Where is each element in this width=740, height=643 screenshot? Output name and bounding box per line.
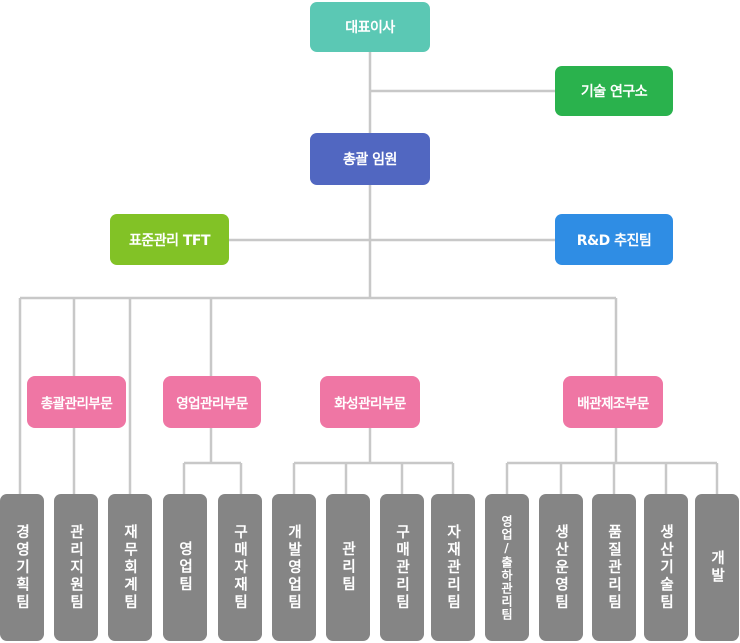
division-pipe-manufacturing: 배관제조부문 xyxy=(563,376,663,428)
team-label: 자재관리팀 xyxy=(444,523,461,612)
ceo-box: 대표이사 xyxy=(310,2,430,52)
team-label: 관리팀 xyxy=(339,541,356,594)
team-box: 재무회계팀 xyxy=(108,494,152,641)
team-box: 관리팀 xyxy=(326,494,370,641)
team-box: 품질관리팀 xyxy=(592,494,636,641)
team-label: 개발 xyxy=(708,550,725,585)
team-box: 영업/출하관리팀 xyxy=(485,494,529,641)
division-general-management: 총괄관리부문 xyxy=(27,376,126,428)
team-box: 영업팀 xyxy=(163,494,207,641)
team-label: 경영기획팀 xyxy=(13,523,30,612)
team-label: 영업팀 xyxy=(176,541,193,594)
team-label: 재무회계팀 xyxy=(121,523,138,612)
team-box: 개발 xyxy=(695,494,739,641)
division-sales-management: 영업관리부문 xyxy=(163,376,261,428)
team-label: 관리지원팀 xyxy=(67,523,84,612)
team-box: 자재관리팀 xyxy=(431,494,475,641)
team-box: 관리지원팀 xyxy=(54,494,98,641)
team-box: 구매관리팀 xyxy=(380,494,424,641)
team-label: 개발영업팀 xyxy=(285,523,302,612)
team-box: 경영기획팀 xyxy=(0,494,44,641)
research-lab-box: 기술 연구소 xyxy=(555,66,673,116)
executive-box: 총괄 임원 xyxy=(310,133,430,185)
team-label: 생산운영팀 xyxy=(552,523,569,612)
rnd-team-box: R&D 추진팀 xyxy=(555,214,673,265)
team-box: 생산기술팀 xyxy=(644,494,688,641)
division-hwaseong-management: 화성관리부문 xyxy=(320,376,420,428)
team-box: 개발영업팀 xyxy=(272,494,316,641)
team-label: 구매자재팀 xyxy=(231,523,248,612)
team-label: 영업/출하관리팀 xyxy=(499,514,514,621)
team-label: 생산기술팀 xyxy=(657,523,674,612)
team-box: 구매자재팀 xyxy=(218,494,262,641)
team-box: 생산운영팀 xyxy=(539,494,583,641)
standard-tft-box: 표준관리 TFT xyxy=(110,214,229,265)
team-label: 구매관리팀 xyxy=(393,523,410,612)
team-label: 품질관리팀 xyxy=(605,523,622,612)
